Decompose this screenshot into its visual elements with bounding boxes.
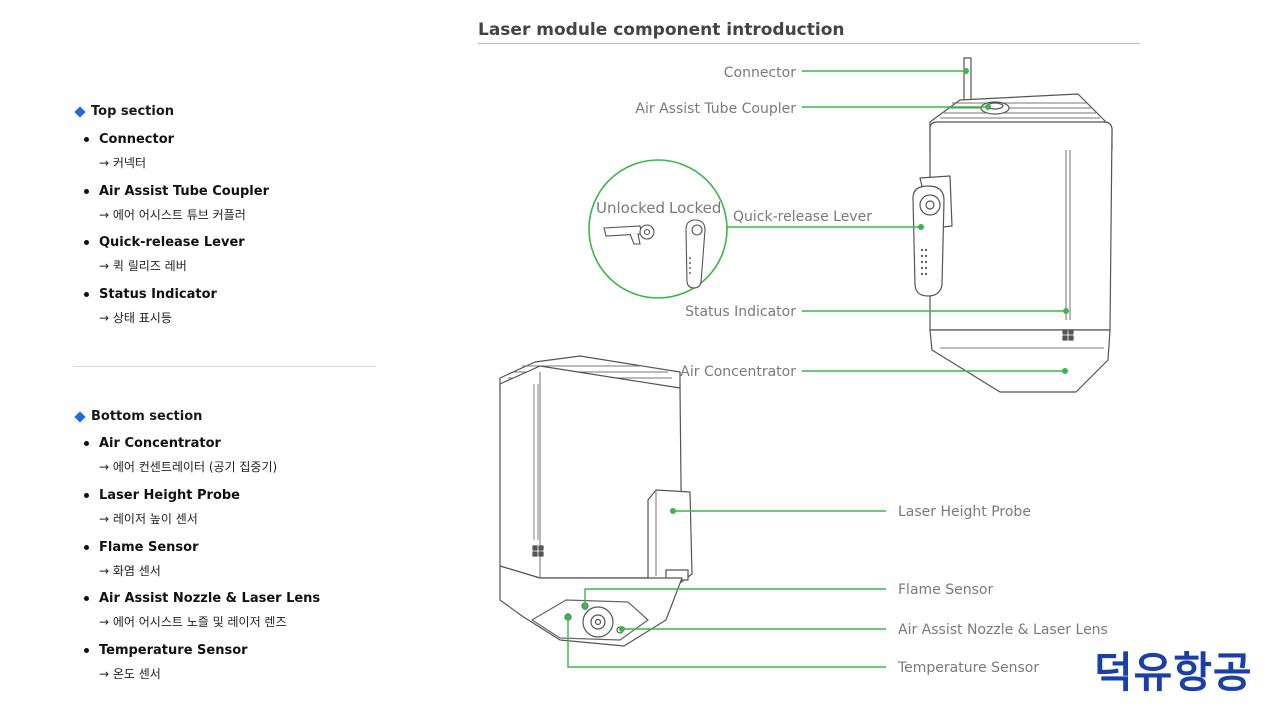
locked-label: Locked — [669, 199, 721, 217]
list-item: Connector → 커넥터 — [84, 132, 384, 171]
list-item: Temperature Sensor → 온도 센서 — [84, 643, 384, 682]
lower-module-drawing — [499, 355, 693, 647]
item-translation: → 퀵 릴리즈 레버 — [99, 259, 187, 273]
bullet-icon — [84, 240, 89, 245]
label-quick-release-lever: Quick-release Lever — [733, 209, 872, 225]
label-laser-height-probe: Laser Height Probe — [898, 504, 1031, 520]
item-title: Quick-release Lever — [99, 235, 245, 250]
label-status-indicator: Status Indicator — [685, 304, 796, 320]
item-title: Flame Sensor — [99, 540, 199, 555]
item-translation: → 화염 센서 — [99, 564, 161, 578]
leader-dots — [565, 68, 1069, 632]
label-air-assist-tube-coupler: Air Assist Tube Coupler — [635, 101, 796, 117]
top-section-heading: Top section — [74, 104, 174, 119]
list-item: Flame Sensor → 화염 센서 — [84, 540, 384, 579]
title-rule — [478, 43, 1140, 44]
item-title: Laser Height Probe — [99, 488, 240, 503]
item-title: Temperature Sensor — [99, 643, 248, 658]
list-item: Quick-release Lever → 퀵 릴리즈 레버 — [84, 235, 384, 274]
component-list-panel: Top section Connector → 커넥터 Air Assist T… — [0, 0, 400, 720]
list-item: Air Assist Nozzle & Laser Lens → 에어 어시스트… — [84, 591, 384, 630]
brand-logo: 덕유항공 — [1094, 648, 1253, 697]
leader-lines — [567, 70, 1066, 668]
item-translation: → 커넥터 — [99, 156, 146, 170]
item-translation: → 상태 표시등 — [99, 311, 172, 325]
list-item: Laser Height Probe → 레이저 높이 센서 — [84, 488, 384, 527]
diagram-title: Laser module component introduction — [478, 20, 845, 40]
unlocked-lever-sketch — [603, 224, 655, 245]
label-air-concentrator: Air Concentrator — [680, 364, 796, 380]
bottom-section-heading: Bottom section — [74, 409, 202, 424]
label-air-assist-nozzle: Air Assist Nozzle & Laser Lens — [898, 622, 1108, 638]
item-translation: → 레이저 높이 센서 — [99, 512, 198, 526]
bullet-icon — [84, 545, 89, 550]
leader-temp — [567, 617, 886, 668]
item-title: Air Assist Nozzle & Laser Lens — [99, 591, 321, 606]
bullet-icon — [84, 596, 89, 601]
bullet-icon — [84, 493, 89, 498]
item-title: Air Assist Tube Coupler — [99, 184, 269, 199]
item-title: Air Concentrator — [99, 436, 221, 451]
item-title: Connector — [99, 132, 175, 147]
bullet-icon — [84, 137, 89, 142]
label-temperature-sensor: Temperature Sensor — [897, 660, 1039, 676]
leader-flame — [584, 588, 886, 607]
item-title: Status Indicator — [99, 287, 217, 302]
label-connector: Connector — [724, 65, 796, 81]
bullet-icon — [84, 441, 89, 446]
bullet-icon — [84, 292, 89, 297]
item-translation: → 온도 센서 — [99, 667, 161, 681]
list-item: Status Indicator → 상태 표시등 — [84, 287, 384, 326]
locked-lever-sketch — [685, 219, 706, 289]
item-translation: → 에어 어시스트 튜브 커플러 — [99, 208, 246, 222]
label-flame-sensor: Flame Sensor — [898, 582, 993, 598]
upper-module-drawing — [912, 57, 1113, 393]
bullet-icon — [84, 189, 89, 194]
list-item: Air Concentrator → 에어 컨센트레이터 (공기 집중기) — [84, 436, 384, 475]
item-translation: → 에어 어시스트 노즐 및 레이저 렌즈 — [99, 615, 287, 629]
lever-detail-inset: Unlocked Locked — [588, 159, 728, 299]
list-item: Air Assist Tube Coupler → 에어 어시스트 튜브 커플러 — [84, 184, 384, 223]
unlocked-label: Unlocked — [596, 199, 665, 217]
lever-grip — [920, 248, 928, 276]
bullet-icon — [84, 648, 89, 653]
item-translation: → 에어 컨센트레이터 (공기 집중기) — [99, 460, 278, 474]
section-divider — [73, 366, 376, 367]
